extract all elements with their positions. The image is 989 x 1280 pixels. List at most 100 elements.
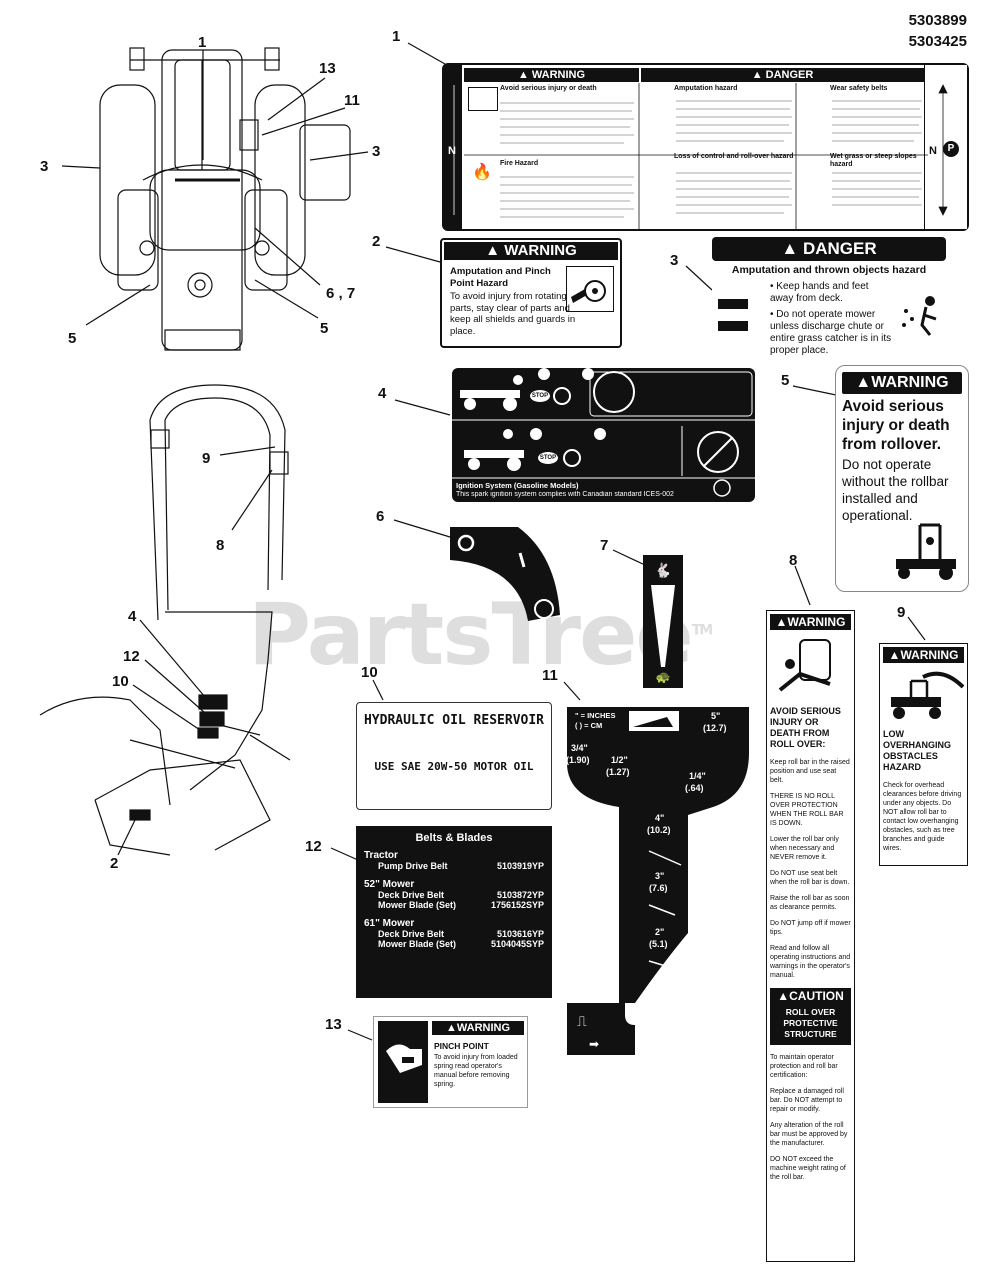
decal-8-title: AVOID SERIOUS INJURY OR DEATH FROM ROLL … xyxy=(770,706,841,749)
decal-1-loss: Loss of control and roll-over hazard xyxy=(674,153,794,160)
decal-5-line2: Do not operate without the rollbar insta… xyxy=(842,457,949,523)
decal-8-caution-title: ROLL OVER PROTECTIVE STRUCTURE xyxy=(770,1004,851,1045)
decal-1-col1: Avoid serious injury or death xyxy=(466,85,638,111)
warning-triangle-icon: ▲ xyxy=(517,69,529,81)
decal-10-body: USE SAE 20W-50 MOTOR OIL xyxy=(374,760,534,773)
callout-decal-7: 7 xyxy=(600,537,609,554)
decal-3-line2: • Do not operate mower unless discharge … xyxy=(770,309,892,356)
height-14-cm: (.64) xyxy=(685,783,704,793)
height-3-cm: (7.6) xyxy=(649,883,668,893)
decal-8-c3: Any alteration of the roll bar must be a… xyxy=(770,1122,848,1147)
callout-5-left: 5 xyxy=(68,330,77,347)
roll-bar-drawing xyxy=(149,384,289,621)
warning-triangle-icon: ▲ xyxy=(888,648,901,662)
row-blade52: Mower Blade (Set)1756152SYP xyxy=(378,900,544,910)
decal-8-p1: Keep roll bar in the raised position and… xyxy=(770,759,850,784)
decal-1-col2: Amputation hazard xyxy=(674,85,738,92)
decal-8-p7: Read and follow all operating instructio… xyxy=(770,945,851,979)
callout-4-floor: 4 xyxy=(128,608,137,625)
decal-7-speed-indicator: 🐇 🐢 rabbit turtle xyxy=(643,555,683,688)
callout-decal-13: 13 xyxy=(325,1016,342,1033)
callout-13-tractor: 13 xyxy=(319,60,336,77)
height-3-in: 3" xyxy=(655,871,665,881)
height-1-in: 1" xyxy=(655,975,665,985)
part-number-1: 5303899 xyxy=(908,12,967,29)
pinch-hand-icon xyxy=(378,1021,428,1103)
decal-6-throttle-arc xyxy=(448,525,563,635)
callout-2-floor: 2 xyxy=(110,855,119,872)
height-2-in: 2" xyxy=(655,927,665,937)
stop-icon-1: STOP xyxy=(530,390,550,402)
callout-decal-3: 3 xyxy=(670,252,679,269)
callout-3-left: 3 xyxy=(40,158,49,175)
decal-4-ignition-body: This spark ignition system complies with… xyxy=(456,491,674,498)
decal-10-hydraulic-oil: HYDRAULIC OIL RESERVOIR USE SAE 20W-50 M… xyxy=(356,702,552,810)
tractor-top-view xyxy=(99,47,351,351)
svg-text:🐢: 🐢 xyxy=(656,670,671,684)
row-blade61: Mower Blade (Set)5104045SYP xyxy=(378,939,544,949)
floor-area-drawing xyxy=(39,611,291,856)
decal-3-line1: • Keep hands and feet away from deck. xyxy=(770,281,869,304)
callout-12-floor: 12 xyxy=(123,648,140,665)
decal-8-rollover-tall: ▲WARNING AVOID SERIOUS INJURY OR DEATH F… xyxy=(766,610,855,1262)
height-2-cm: (5.1) xyxy=(649,939,668,949)
decal-13-header: ▲WARNING xyxy=(432,1021,524,1035)
decal-1-grid xyxy=(453,83,948,229)
height-1-cm: (2.5) xyxy=(649,987,668,997)
decal-5-line1: Avoid serious injury or death from rollo… xyxy=(842,398,950,453)
callout-11-tractor: 11 xyxy=(344,92,360,109)
decal-10-title: HYDRAULIC OIL RESERVOIR xyxy=(363,713,544,728)
decal-8-c2: Replace a damaged roll bar. Do NOT attem… xyxy=(770,1088,844,1113)
decal-12-title: Belts & Blades xyxy=(415,832,493,844)
decal-1-col3: Wear safety belts xyxy=(830,85,888,92)
decal-2-header: ▲ WARNING xyxy=(444,242,618,260)
callout-6-7: 6 , 7 xyxy=(326,285,356,302)
decal-4-artwork xyxy=(452,368,755,497)
warning-triangle-icon: ▲ xyxy=(855,374,872,391)
decal-4-operating-instructions: STOP STOP Ignition System (Gasoline Mode… xyxy=(452,368,755,502)
decal-12-61-mower: 61" Mower xyxy=(364,918,415,929)
decal-5-rollover-warning: ▲WARNING Avoid serious injury or death f… xyxy=(835,365,969,592)
svg-text:🐇: 🐇 xyxy=(654,562,671,579)
height-4-cm: (10.2) xyxy=(647,825,671,835)
height-34-in: 3/4" xyxy=(571,743,588,753)
callout-decal-1: 1 xyxy=(392,28,401,45)
danger-triangle-icon: ▲ xyxy=(751,69,763,81)
warning-triangle-icon: ▲ xyxy=(485,242,501,259)
fire-icon: 🔥 xyxy=(472,164,492,181)
part-number-2: 5303425 xyxy=(908,33,967,50)
decal-8-p2: THERE IS NO ROLL OVER PROTECTION WHEN TH… xyxy=(770,793,844,827)
callout-decal-12: 12 xyxy=(305,838,322,855)
decal-1-danger-bar: ▲ DANGER xyxy=(641,68,924,82)
arrow-right-icon: ➡ xyxy=(589,1037,600,1051)
callout-decal-4: 4 xyxy=(378,385,387,402)
decal-1-warning-bar: ▲ WARNING xyxy=(464,68,639,82)
height-4-in: 4" xyxy=(655,813,665,823)
decal-3-header: ▲ DANGER xyxy=(712,237,946,261)
gauge-legend-cm: ( ) = CM xyxy=(575,721,603,730)
decal-9-body: Check for overhead clearances before dri… xyxy=(883,782,962,852)
gauge-legend-inches: " = INCHES xyxy=(575,711,616,720)
decal-5-header: ▲WARNING xyxy=(842,372,962,394)
danger-triangle-icon: ▲ xyxy=(781,239,799,258)
decal-12-tractor: Tractor xyxy=(364,850,398,861)
decal-8-c1: To maintain operator protection and roll… xyxy=(770,1054,838,1079)
park-icon: P xyxy=(943,141,959,157)
neutral-label-left: N xyxy=(448,145,456,157)
callout-9-rollbar: 9 xyxy=(202,450,211,467)
height-34-cm: (1.90) xyxy=(566,755,590,765)
height-12-in: 1/2" xyxy=(611,755,628,765)
decal-11-cutting-height-gauge: " = INCHES ( ) = CM 5" (12.7) 3/4" (1.90… xyxy=(563,703,753,1059)
height-5-cm: (12.7) xyxy=(703,723,727,733)
decal-1-safety-combination: N N P ▲ WARNING ▲ DANGER Avoid serious i… xyxy=(442,63,969,231)
decal-4-ignition-title: Ignition System (Gasoline Models) xyxy=(456,481,579,490)
callout-decal-9: 9 xyxy=(897,604,906,621)
seat-belt-icon xyxy=(770,634,851,702)
decal-1-wet: Wet grass or steep slopes hazard xyxy=(830,153,917,168)
decal-1-left-strip: N xyxy=(444,65,462,229)
